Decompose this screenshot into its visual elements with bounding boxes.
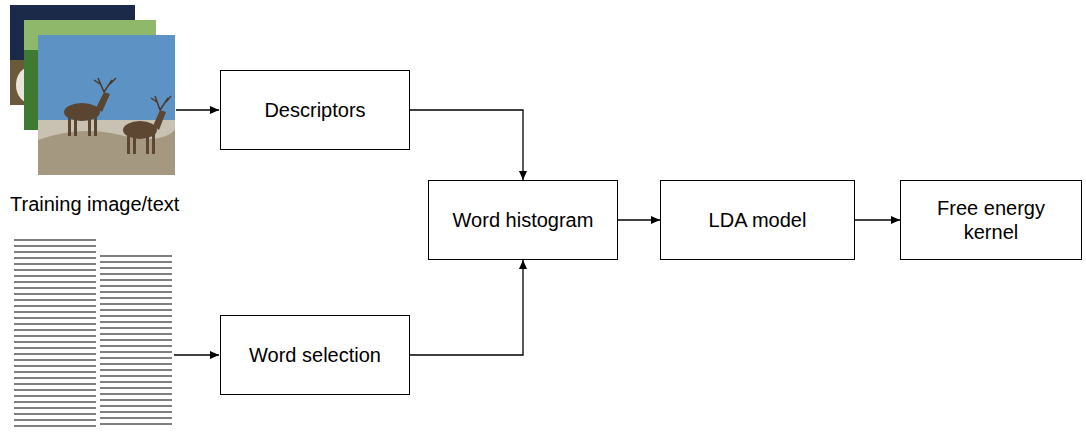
process-box: Descriptors — [220, 70, 410, 150]
input-arrow — [176, 109, 219, 110]
flow-arrow — [855, 219, 900, 220]
process-box: Word histogram — [428, 180, 618, 260]
process-box: Word selection — [220, 315, 410, 395]
process-box: Free energy kernel — [900, 180, 1082, 260]
photo-stack — [10, 5, 175, 175]
box-text: Word histogram — [453, 208, 594, 232]
box-text: Free energy kernel — [921, 196, 1061, 244]
flow-arrow — [410, 260, 523, 355]
process-box: LDA model — [660, 180, 855, 260]
caption-label: Training image/text — [10, 193, 179, 216]
box-text: Descriptors — [264, 98, 365, 122]
text-page — [10, 235, 175, 432]
flow-arrow — [410, 110, 523, 180]
box-text: LDA model — [709, 208, 807, 232]
flow-arrow — [618, 219, 660, 220]
input-arrow — [174, 354, 219, 355]
box-text: Word selection — [249, 343, 381, 367]
